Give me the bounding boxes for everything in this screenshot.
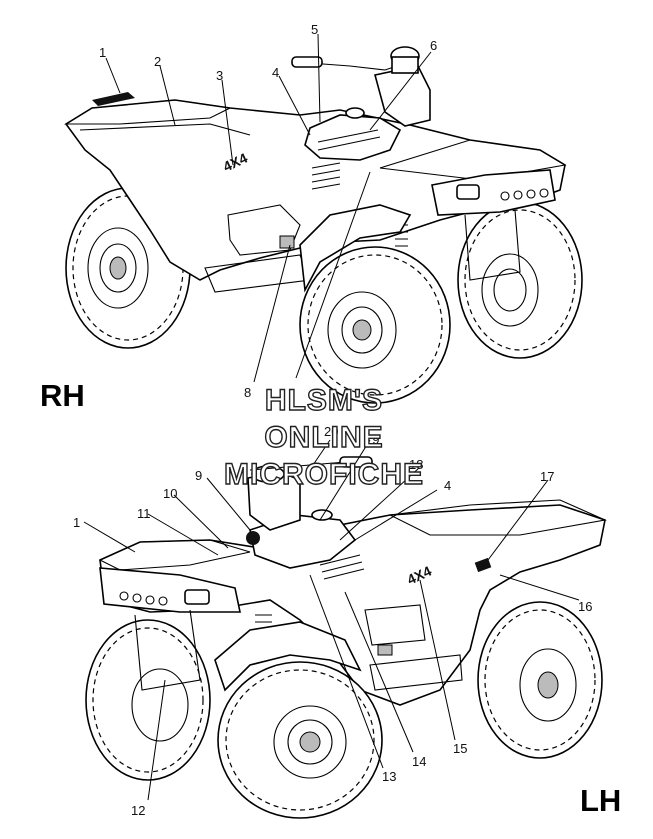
- rh-leader-lines: [105, 33, 432, 383]
- atv-rh-view: 4X4: [64, 46, 583, 404]
- rh-front-bumper: [431, 169, 556, 216]
- rh-callout-4: 4: [272, 65, 279, 80]
- lh-side-panel: [364, 604, 426, 646]
- lh-front-fender-guard: [134, 609, 201, 691]
- lh-callout-16: 16: [578, 599, 592, 614]
- rh-callout-6: 6: [430, 38, 437, 53]
- lh-callout-11: 11: [137, 506, 151, 521]
- lh-far-front-wheel: [85, 619, 211, 781]
- rh-rear-decal: [92, 92, 135, 106]
- rh-body: [64, 99, 566, 281]
- rh-far-front-wheel: [457, 201, 583, 359]
- rh-front-wheel: [299, 246, 451, 404]
- lh-side-label: LH: [580, 783, 621, 818]
- lh-handlebar: [249, 461, 346, 471]
- rh-side-label: RH: [40, 378, 85, 413]
- lh-callout-14: 14: [412, 754, 426, 769]
- lh-rear-rack: [388, 499, 607, 536]
- rh-front-rack: [379, 139, 567, 181]
- watermark: HLSM'S ONLINE MICROFICHE: [223, 383, 424, 491]
- watermark-line-1: HLSM'S: [265, 384, 383, 417]
- atv-lh-view: 4X4: [85, 456, 607, 819]
- lh-callout-20: 20: [324, 424, 338, 439]
- rh-callout-3: 3: [216, 68, 223, 83]
- lh-callout-1: 1: [73, 515, 80, 530]
- rh-callout-5: 5: [311, 22, 318, 37]
- lh-callout-9: 9: [195, 468, 202, 483]
- lh-callout-17: 17: [540, 469, 554, 484]
- lh-callout-12: 12: [131, 803, 145, 818]
- watermark-line-2: ONLINE: [264, 421, 383, 454]
- rh-callout-2: 2: [154, 54, 161, 69]
- lh-leader-lines: [83, 439, 580, 801]
- lh-callout-18: 18: [409, 457, 423, 472]
- rh-callout-8: 8: [244, 385, 251, 400]
- lh-rear-wheel: [477, 601, 603, 759]
- lh-callout-4: 4: [444, 478, 451, 493]
- lh-callout-19: 19: [365, 432, 379, 447]
- lh-fuel-cap-decal: [246, 531, 260, 545]
- lh-callout-10: 10: [163, 486, 177, 501]
- rh-side-panel: [227, 204, 301, 256]
- rh-headlight-pod: [374, 65, 431, 127]
- rh-front-fender-guard: [464, 209, 521, 281]
- rh-rear-rack: [64, 99, 232, 125]
- lh-callout-15: 15: [453, 741, 467, 756]
- rh-callout-1: 1: [99, 45, 106, 60]
- lh-callout-13: 13: [382, 769, 396, 784]
- lh-front-wheel: [217, 661, 383, 819]
- watermark-line-3: MICROFICHE: [224, 458, 424, 491]
